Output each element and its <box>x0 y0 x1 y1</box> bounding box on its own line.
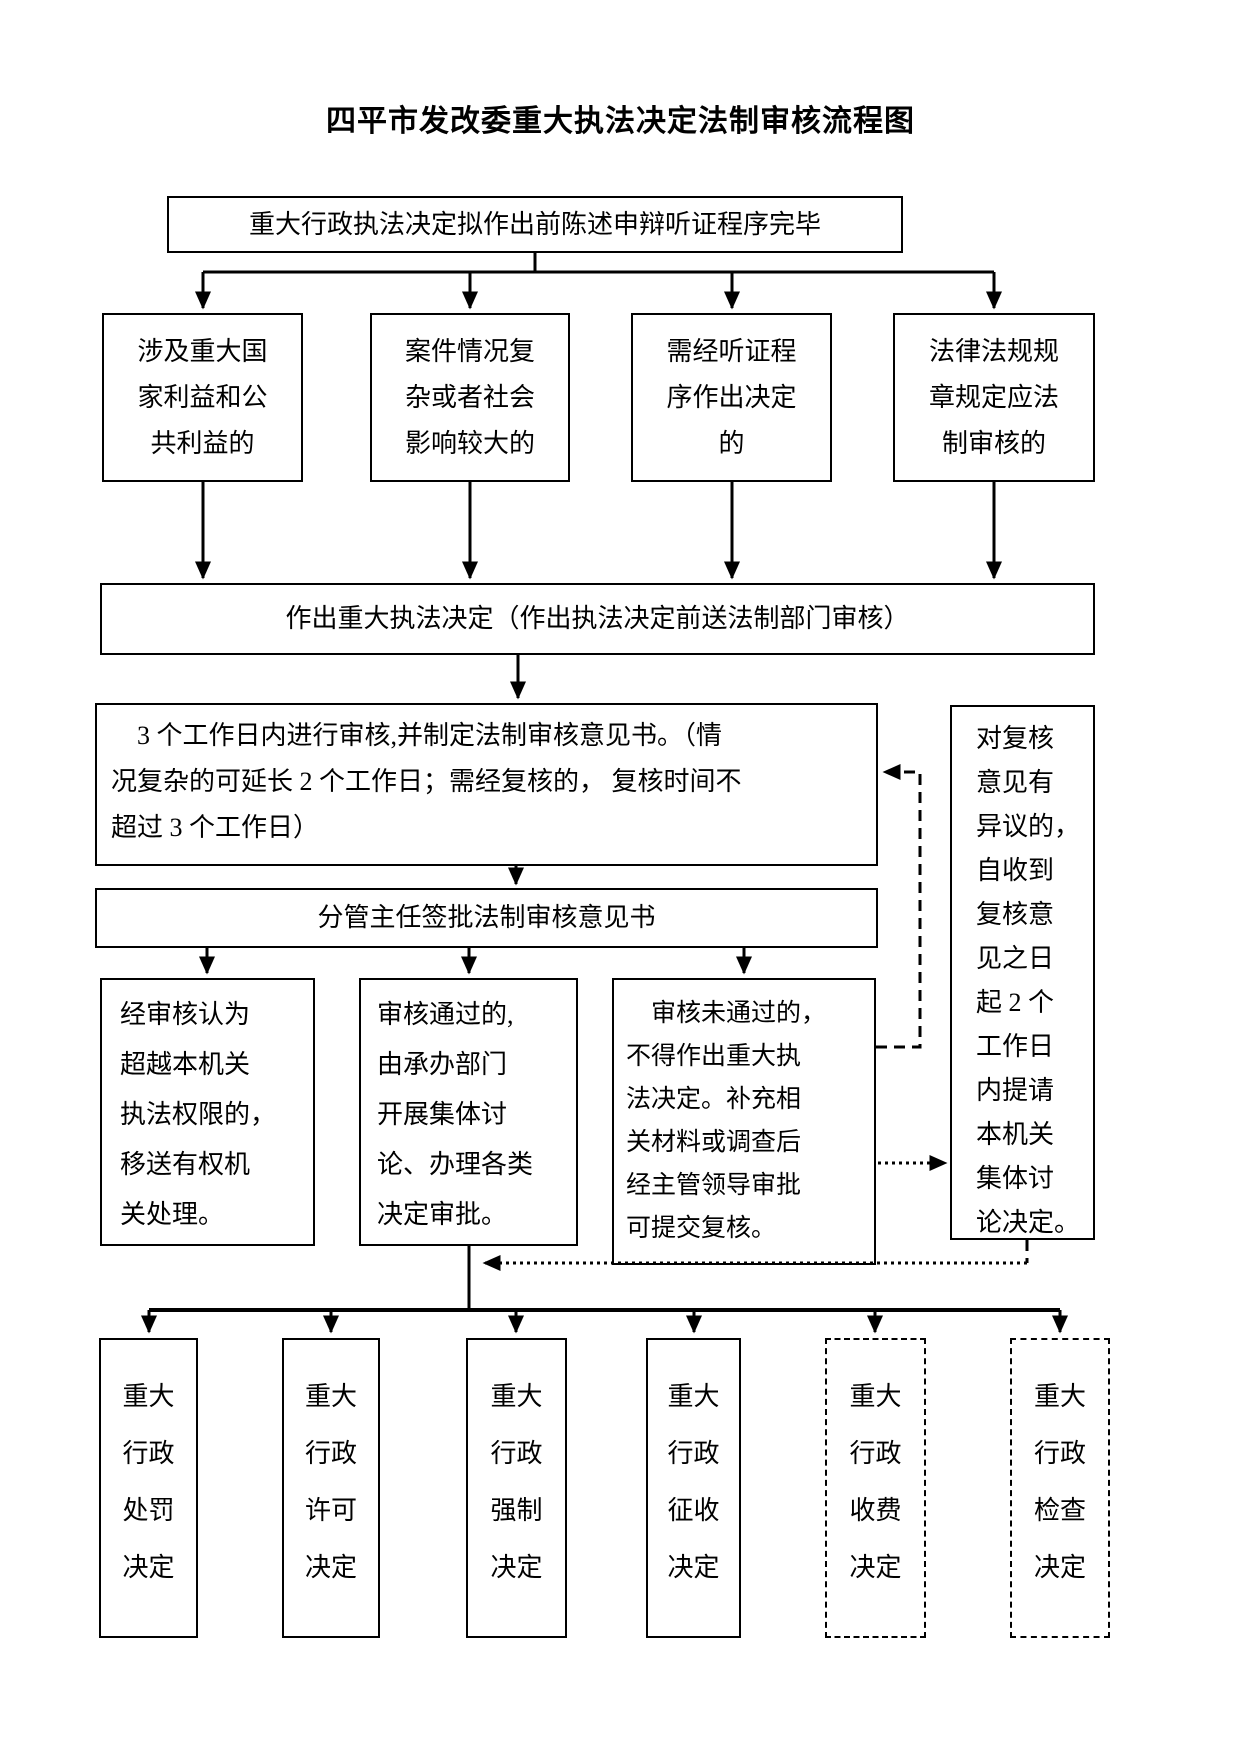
objection-box: 对复核 意见有 异议的， 自收到 复核意 见之日 起 2 个 工作日 内提请 本… <box>950 705 1095 1240</box>
page-title: 四平市发改委重大执法决定法制审核流程图 <box>326 105 915 138</box>
sign-off-box: 分管主任签批法制审核意见书 <box>95 888 878 948</box>
output-box-compulsion: 重大 行政 强制 决定 <box>466 1338 567 1638</box>
review-passed-box: 审核通过的, 由承办部门 开展集体讨 论、办理各类 决定审批。 <box>359 978 578 1246</box>
output-box-license: 重大 行政 许可 决定 <box>282 1338 380 1638</box>
review-failed-box: 审核未通过的， 不得作出重大执 法决定。补充相 关材料或调查后 经主管领导审批 … <box>612 978 876 1265</box>
condition-box-public-interest: 涉及重大国 家利益和公 共利益的 <box>102 313 303 482</box>
output-box-expropriation: 重大 行政 征收 决定 <box>646 1338 741 1638</box>
condition-box-hearing-procedure: 需经听证程 序作出决定 的 <box>631 313 832 482</box>
condition-box-law-required: 法律法规规 章规定应法 制审核的 <box>893 313 1095 482</box>
output-box-fees: 重大 行政 收费 决定 <box>825 1338 926 1638</box>
transfer-authority-box: 经审核认为 超越本机关 执法权限的， 移送有权机 关处理。 <box>100 978 315 1246</box>
start-box: 重大行政执法决定拟作出前陈述申辩听证程序完毕 <box>167 196 903 253</box>
decision-box: 作出重大执法决定（作出执法决定前送法制部门审核） <box>100 583 1095 655</box>
condition-box-complex-case: 案件情况复 杂或者社会 影响较大的 <box>370 313 570 482</box>
output-box-inspection: 重大 行政 检查 决定 <box>1010 1338 1110 1638</box>
review-box: 3 个工作日内进行审核,并制定法制审核意见书。（情 况复杂的可延长 2 个工作日… <box>95 703 878 866</box>
output-box-penalty: 重大 行政 处罚 决定 <box>99 1338 198 1638</box>
